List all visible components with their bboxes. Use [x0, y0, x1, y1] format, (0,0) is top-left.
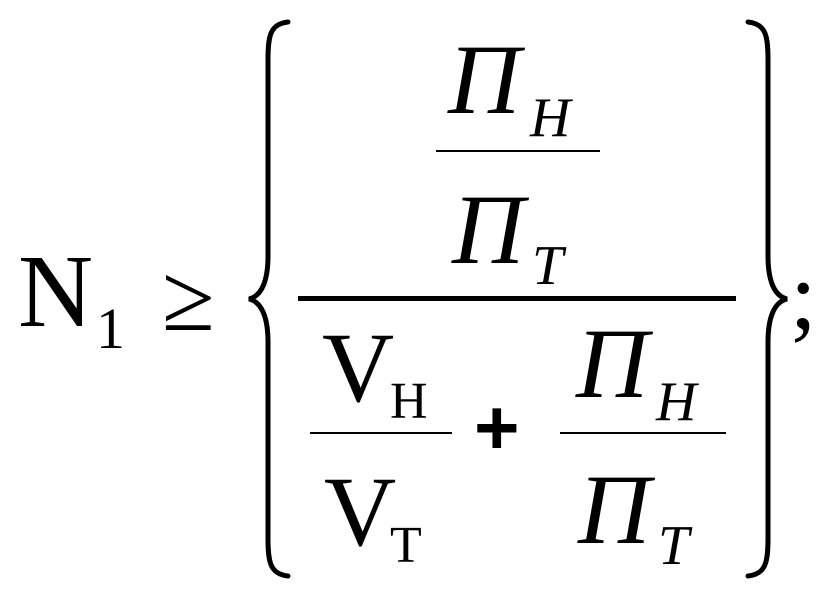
right-brace — [745, 19, 788, 579]
den-right-fraction-bar — [560, 432, 726, 434]
relation-symbol: ≥ — [162, 244, 215, 351]
numerator-fraction-bar — [436, 150, 600, 152]
num-top-subscript: Н — [530, 87, 571, 149]
den-left-top-subscript: Н — [390, 373, 428, 430]
lhs-subscript: 1 — [96, 296, 125, 361]
den-left-fraction-bar — [310, 432, 452, 434]
den-right-bottom-symbol: П — [578, 454, 651, 565]
num-bottom-symbol: П — [452, 174, 525, 285]
lhs-symbol: N — [18, 234, 94, 349]
den-right-top-subscript: Н — [656, 371, 697, 433]
den-right-top-symbol: П — [576, 308, 649, 419]
den-left-bottom-subscript: Т — [390, 517, 422, 574]
den-right-bottom-subscript: Т — [658, 515, 690, 577]
terminator-semicolon: ; — [790, 242, 817, 349]
den-left-bottom-symbol: V — [324, 456, 397, 567]
plus-operator: + — [474, 383, 520, 471]
main-fraction-bar — [298, 296, 736, 301]
left-brace — [248, 19, 291, 579]
num-bottom-subscript: Т — [532, 235, 564, 297]
num-top-symbol: П — [448, 24, 521, 135]
den-left-top-symbol: V — [322, 312, 395, 423]
